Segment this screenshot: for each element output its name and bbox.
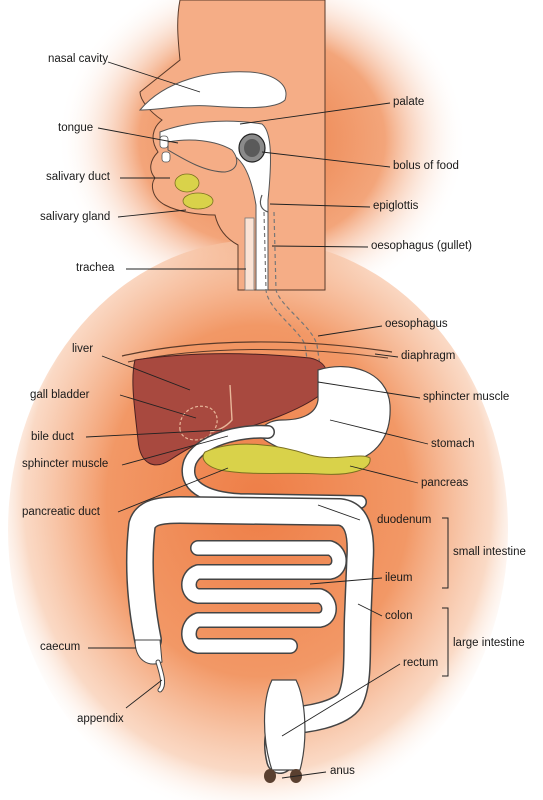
leader-palate (239, 102, 391, 125)
leader-stomach (329, 419, 429, 445)
label-salivary-gland: salivary gland (40, 211, 111, 223)
label-rectum: rectum (403, 657, 439, 669)
label-nasal-cavity: nasal cavity (48, 53, 109, 65)
leader-anus (281, 771, 327, 779)
oesophagus-dashed-2 (273, 211, 323, 381)
label-oesophagus-gullet: oesophagus (gullet) (371, 240, 473, 252)
leader-gall-bladder (119, 394, 197, 419)
label-duodenum: duodenum (377, 514, 432, 526)
label-anus: anus (330, 765, 355, 777)
diaphragm-line-2 (127, 348, 389, 363)
leader-oesophagus (317, 325, 383, 337)
oesophagus-dashed (263, 211, 311, 381)
label-large-intestine: large intestine (453, 637, 525, 649)
label-palate: palate (393, 96, 425, 108)
label-appendix: appendix (77, 713, 124, 725)
lower-teeth (161, 151, 171, 163)
label-trachea: trachea (76, 262, 115, 274)
label-colon: colon (385, 610, 413, 622)
leader-bolus (261, 151, 391, 168)
label-liver: liver (72, 343, 94, 355)
upper-teeth (159, 135, 169, 149)
leader-pancreas (349, 465, 419, 484)
appendix-inner (156, 660, 165, 692)
trachea-shape (244, 217, 255, 291)
anus-left (264, 769, 276, 783)
rectum-shape (263, 679, 306, 771)
label-oesophagus: oesophagus (385, 318, 448, 330)
label-pancreas: pancreas (421, 477, 469, 489)
label-bile-duct: bile duct (31, 431, 74, 443)
label-sphincter-muscle-right: sphincter muscle (423, 391, 510, 403)
label-pancreatic-duct: pancreatic duct (22, 506, 100, 518)
leader-colon (357, 603, 383, 617)
leader-rectum (281, 663, 401, 737)
salivary-gland-lower (182, 192, 214, 210)
label-stomach: stomach (431, 438, 475, 450)
leader-duodenum (317, 504, 361, 521)
leader-epiglottis (269, 203, 371, 208)
label-caecum: caecum (40, 641, 81, 653)
leader-pancreatic-duct (117, 467, 229, 513)
leader-bile-duct (85, 429, 223, 438)
label-diaphragm: diaphragm (401, 350, 456, 362)
gall-bladder-shape (179, 405, 218, 441)
leader-sphincter-right (317, 381, 421, 399)
leader-ileum (309, 577, 383, 585)
leader-diaphragm (374, 353, 399, 358)
leader-oesophagus-gullet (271, 245, 369, 248)
leader-lines (85, 61, 429, 779)
diaphragm-line (121, 341, 393, 357)
label-ileum: ileum (385, 572, 413, 584)
leader-salivary-gland (117, 209, 187, 218)
leader-sphincter-left (121, 435, 229, 466)
tongue-shape (167, 139, 238, 173)
leader-appendix (125, 679, 163, 709)
label-bolus: bolus of food (393, 160, 459, 172)
leader-tongue (97, 127, 179, 144)
label-gall-bladder: gall bladder (30, 389, 90, 401)
small-intestine-coils-inner (182, 541, 346, 653)
label-epiglottis: epiglottis (373, 200, 419, 212)
label-tongue: tongue (58, 122, 94, 134)
label-salivary-duct: salivary duct (46, 171, 110, 183)
epiglottis-shape (259, 194, 269, 213)
caecum-shape (134, 639, 163, 665)
label-small-intestine: small intestine (453, 546, 526, 558)
large-intestine-bracket (442, 607, 449, 677)
bile-duct-shape (209, 384, 233, 433)
small-intestine-bracket (442, 517, 449, 589)
salivary-gland-upper (174, 173, 200, 193)
bolus-texture (244, 139, 260, 157)
nasal-cavity-shape (138, 71, 287, 111)
pancreas-shape (202, 443, 371, 475)
label-sphincter-muscle-left: sphincter muscle (22, 458, 109, 470)
leader-liver (101, 355, 191, 391)
leader-nasal-cavity (107, 61, 201, 93)
